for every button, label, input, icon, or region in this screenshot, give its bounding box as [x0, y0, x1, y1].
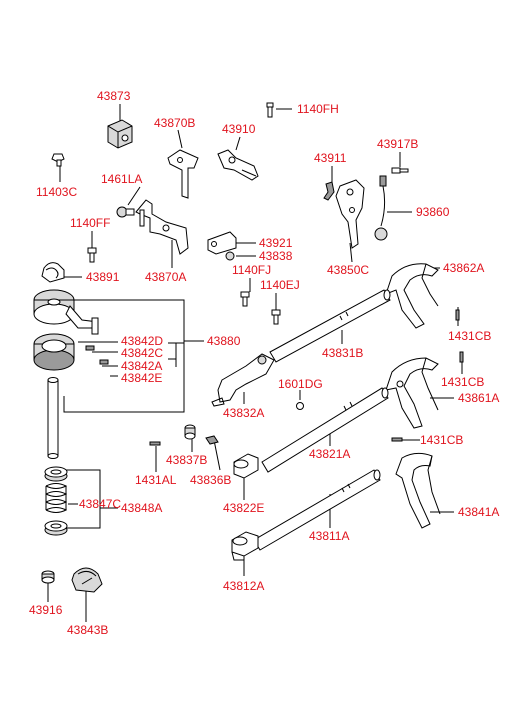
- label-43838: 43838: [259, 249, 293, 263]
- part-43847C-spring-stack: [44, 466, 68, 536]
- label-93860: 93860: [416, 205, 450, 219]
- label-1461LA: 1461LA: [101, 172, 142, 186]
- part-1431CB-pin-2: [459, 351, 464, 363]
- part-1431AL-pin: [149, 441, 161, 446]
- part-43891-clip: [41, 262, 65, 283]
- part-43822E-lug: [233, 453, 259, 479]
- label-43842C: 43842C: [121, 346, 163, 360]
- part-labels: 43873 43870B 43910 1140FH 11403C 1461LA …: [29, 89, 499, 637]
- part-43843B-cup: [71, 567, 103, 593]
- part-43862A-fork: [385, 263, 439, 329]
- label-43843B: 43843B: [67, 623, 108, 637]
- part-43831B-rail: [269, 289, 391, 363]
- part-43911: [323, 181, 335, 201]
- part-43880-lever-assembly: [33, 289, 109, 459]
- label-1431CB-3: 1431CB: [420, 433, 463, 447]
- label-43842E: 43842E: [121, 371, 162, 385]
- part-43861A-fork: [385, 357, 439, 429]
- label-43880: 43880: [207, 334, 241, 348]
- label-43917B: 43917B: [377, 137, 418, 151]
- label-43841A: 43841A: [458, 505, 499, 519]
- part-43917B-bolt: [391, 167, 409, 174]
- label-43916: 43916: [29, 603, 63, 617]
- label-43842D: 43842D: [121, 334, 163, 348]
- label-43891: 43891: [86, 270, 120, 284]
- label-1431AL: 1431AL: [135, 473, 177, 487]
- part-1431CB-pin-1: [455, 309, 460, 321]
- label-43870A: 43870A: [145, 270, 186, 284]
- part-1461LA-bolt: [116, 206, 135, 218]
- label-1140FF: 1140FF: [70, 216, 110, 230]
- label-1431CB-2: 1431CB: [441, 375, 484, 389]
- part-43812A-lug: [231, 531, 259, 561]
- label-43861A: 43861A: [458, 391, 499, 405]
- label-43842A: 43842A: [121, 359, 162, 373]
- label-43822E: 43822E: [223, 501, 264, 515]
- label-43837B: 43837B: [166, 453, 207, 467]
- label-43850C: 43850C: [327, 263, 369, 277]
- label-43873: 43873: [97, 89, 131, 103]
- label-43821A: 43821A: [309, 447, 350, 461]
- part-1140FJ-bolt: [240, 291, 250, 307]
- label-1140EJ: 1140EJ: [260, 278, 300, 292]
- label-43812A: 43812A: [223, 579, 264, 593]
- label-43836B: 43836B: [190, 473, 231, 487]
- part-1431CB-pin-3: [391, 437, 403, 442]
- label-1140FJ: 1140FJ: [232, 263, 271, 277]
- label-1140FH: 1140FH: [297, 102, 339, 116]
- part-43836B: [205, 435, 219, 445]
- label-43911: 43911: [314, 151, 347, 165]
- part-43850C-lever: [335, 179, 365, 249]
- part-1140FF-bolt: [87, 247, 97, 263]
- label-43910: 43910: [222, 122, 256, 136]
- part-1601DG-pin: [296, 402, 304, 410]
- part-43870A-bracket: [135, 199, 189, 255]
- part-43841A-fork: [395, 452, 441, 529]
- label-43870B: 43870B: [154, 116, 195, 130]
- label-43847C: 43847C: [79, 497, 121, 511]
- part-43916: [41, 570, 55, 584]
- part-43821A-rail: [261, 387, 389, 473]
- part-43921-bracket: [207, 231, 237, 261]
- part-43832A-lug: [211, 353, 275, 407]
- label-43921: 43921: [259, 236, 293, 250]
- label-1601DG: 1601DG: [278, 377, 323, 391]
- part-11403C-bolt: [51, 153, 65, 167]
- label-43831B: 43831B: [322, 346, 363, 360]
- label-43811A: 43811A: [309, 529, 349, 543]
- part-43837B: [184, 424, 196, 440]
- part-1140EJ-bolt: [271, 309, 281, 325]
- part-43910-bracket: [217, 149, 259, 181]
- part-1140FH-bolt: [266, 102, 274, 118]
- label-43848A: 43848A: [121, 501, 162, 515]
- part-43873-block: [107, 119, 133, 149]
- label-43862A: 43862A: [443, 261, 484, 275]
- part-93860-switch: [374, 175, 388, 241]
- part-43870B-bracket: [167, 149, 199, 199]
- label-43832A: 43832A: [223, 406, 264, 420]
- label-1431CB-1: 1431CB: [448, 329, 491, 343]
- label-11403C: 11403C: [36, 185, 77, 199]
